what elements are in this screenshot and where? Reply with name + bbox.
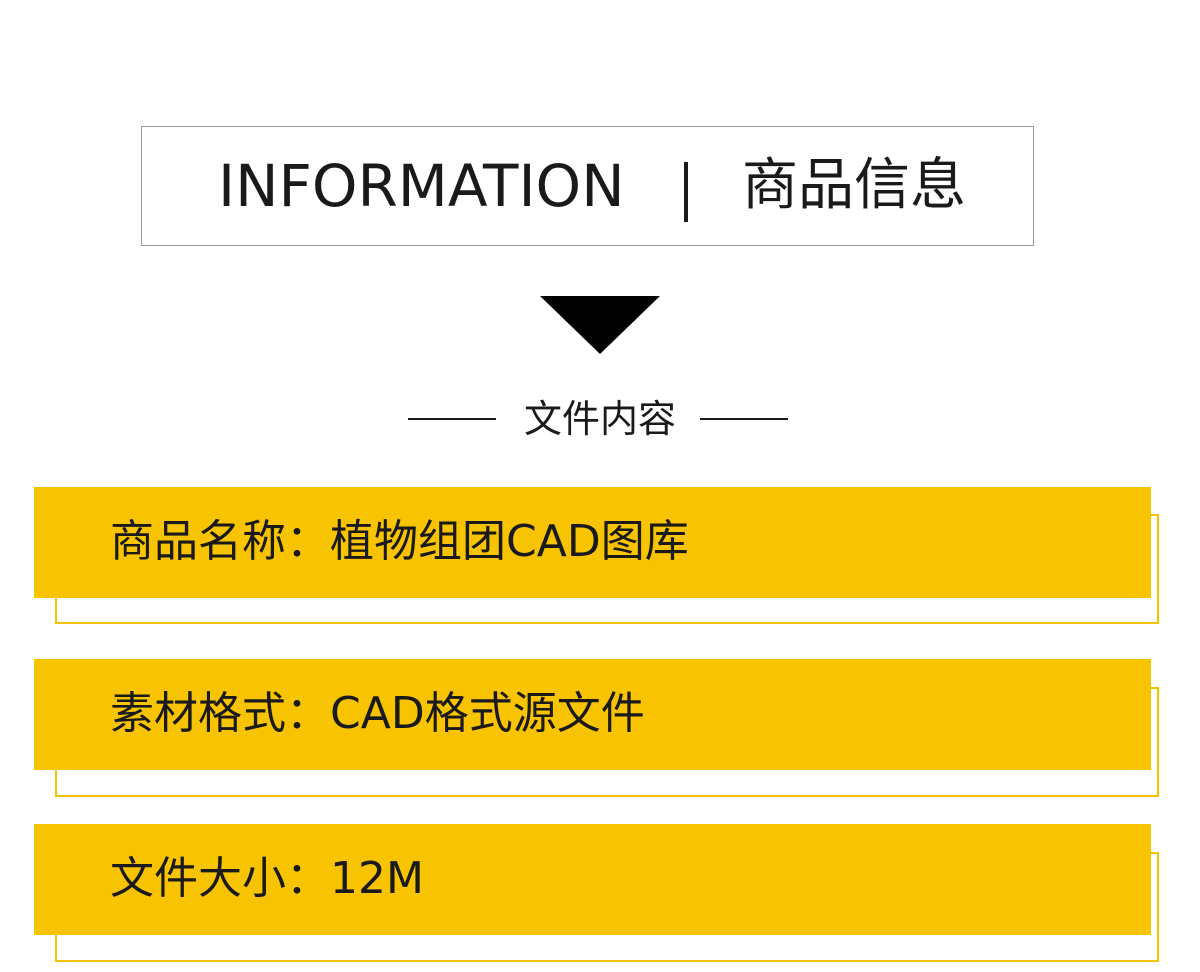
info-card-size: 文件大小：12M [34,824,1151,935]
down-triangle-icon [540,296,660,354]
section-subtitle: 文件内容 [523,397,676,441]
info-card-name: 商品名称：植物组团CAD图库 [34,487,1151,598]
info-card-text: 文件大小：12M [110,853,424,904]
header-title-en: INFORMATION [218,152,625,220]
info-card-text: 商品名称：植物组团CAD图库 [110,516,689,567]
header-box [141,126,1034,246]
subtitle-line-left [408,418,496,420]
info-card-text: 素材格式：CAD格式源文件 [110,688,645,739]
header-title-cn: 商品信息 [742,153,966,218]
header-separator [684,162,688,222]
subtitle-line-right [700,418,788,420]
info-card-format: 素材格式：CAD格式源文件 [34,659,1151,770]
